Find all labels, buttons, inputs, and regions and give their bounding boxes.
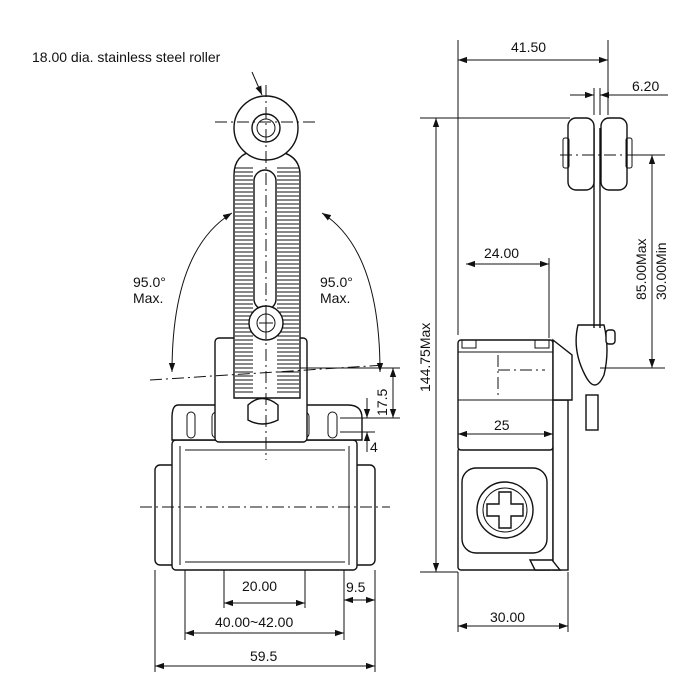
front-view <box>140 71 400 672</box>
dim-9-5: 9.5 <box>346 579 366 595</box>
switch-body <box>140 439 390 571</box>
angle-left-max: Max. <box>133 290 163 306</box>
dim-40-42: 40.00~42.00 <box>215 614 293 630</box>
dim-30min: 30.00Min <box>653 242 669 300</box>
lever-arm <box>233 149 301 399</box>
dim-4: 4 <box>370 439 378 455</box>
dim-30: 30.00 <box>490 609 525 625</box>
dim-17-5: 17.5 <box>374 389 390 416</box>
angle-right-value: 95.0° <box>320 274 353 290</box>
left-swing-arc <box>168 212 233 373</box>
dim-25: 25 <box>494 417 510 433</box>
dim-6-20: 6.20 <box>632 78 659 94</box>
terminal-screw <box>461 467 548 554</box>
angle-left-value: 95.0° <box>133 274 166 290</box>
roller-note: 18.00 dia. stainless steel roller <box>32 49 221 65</box>
dim-144-75: 144.75Max <box>417 323 433 392</box>
side-lever <box>575 128 616 431</box>
dim-41-50: 41.50 <box>511 39 546 55</box>
dim-85: 85.00Max <box>633 239 649 300</box>
side-roller <box>560 117 660 191</box>
side-view <box>420 40 668 632</box>
dim-24: 24.00 <box>484 245 519 261</box>
roller <box>233 95 299 161</box>
dim-59-5: 59.5 <box>250 648 277 664</box>
right-swing-arc <box>321 212 384 373</box>
angle-right-max: Max. <box>320 290 350 306</box>
dim-20: 20.00 <box>242 578 277 594</box>
